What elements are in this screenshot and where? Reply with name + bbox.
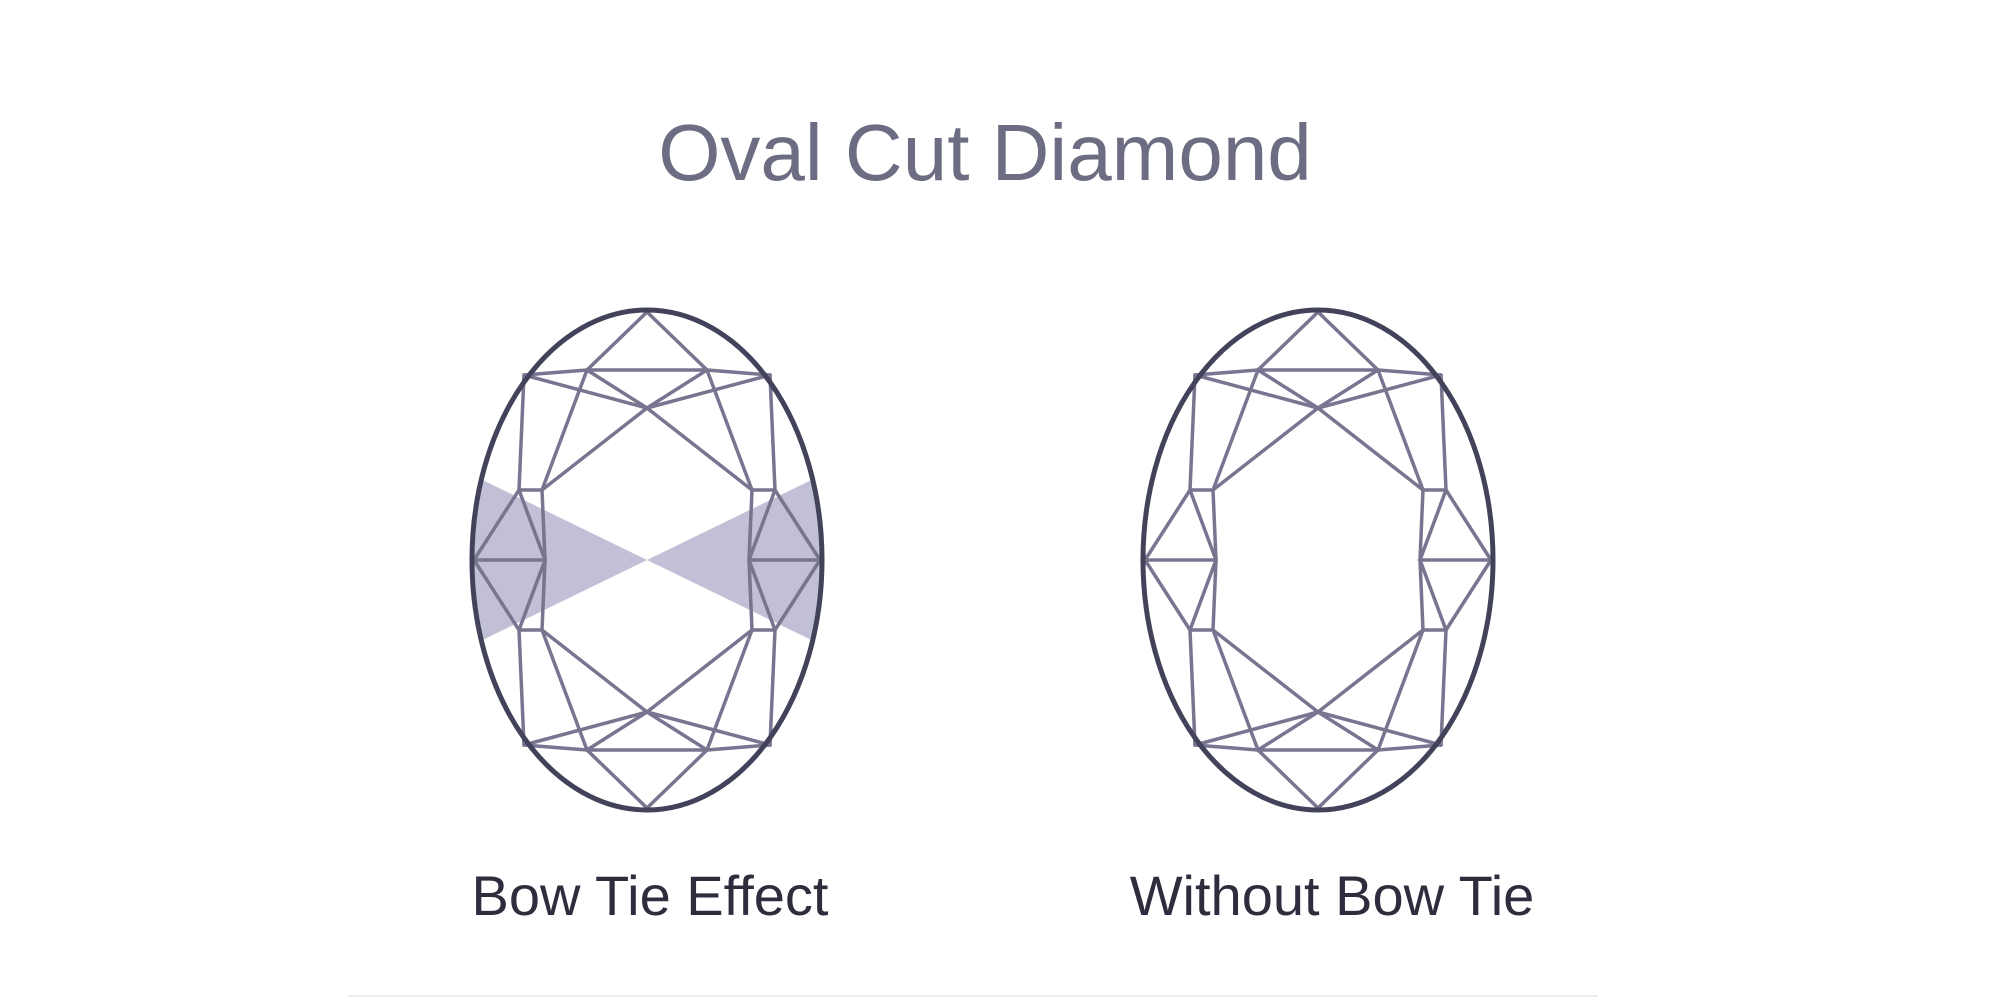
oval-outline — [1140, 307, 1496, 813]
facet-line — [747, 558, 777, 632]
facet-line — [645, 710, 709, 752]
facet-line — [1316, 406, 1425, 492]
facet-line — [1444, 488, 1493, 562]
facet-line — [585, 310, 649, 372]
facet-line — [1193, 710, 1320, 747]
facet-lines — [472, 310, 822, 810]
facet-line — [1256, 310, 1320, 372]
facet-line — [1188, 488, 1218, 562]
facet-line — [747, 488, 754, 562]
facet-line — [472, 488, 521, 562]
facet-line — [1211, 628, 1320, 714]
facet-line — [1143, 558, 1192, 632]
facet-line — [645, 406, 754, 492]
facet-line — [747, 488, 777, 562]
bow-tie-right-wing — [647, 470, 822, 650]
facet-line — [517, 558, 547, 632]
page-title: Oval Cut Diamond — [658, 108, 1312, 197]
facet-line — [585, 710, 649, 752]
facet-line — [1418, 488, 1425, 562]
bow-tie-left-wing — [472, 470, 647, 650]
facet-line — [540, 558, 547, 632]
facet-line — [540, 406, 649, 492]
facet-line — [773, 488, 822, 562]
facet-line — [768, 373, 777, 492]
facet-line — [585, 748, 649, 810]
facet-line — [517, 373, 526, 492]
oval-diamond-no-bow-tie-diagram — [1140, 307, 1496, 813]
facet-line — [1316, 628, 1425, 714]
facet-line — [522, 373, 649, 410]
without-bow-tie-caption: Without Bow Tie — [1129, 864, 1535, 927]
facet-line — [645, 373, 772, 410]
facet-line — [645, 368, 709, 410]
facet-line — [540, 628, 649, 714]
facet-line — [1418, 558, 1425, 632]
facet-lines — [1143, 310, 1493, 810]
facet-line — [1376, 368, 1443, 377]
facet-line — [517, 628, 526, 747]
facet-line — [1256, 368, 1320, 410]
oval-outline — [469, 307, 825, 813]
facet-line — [585, 368, 649, 410]
bow-tie-shading — [472, 470, 822, 650]
facet-line — [1316, 368, 1380, 410]
facet-line — [645, 310, 709, 372]
facet-line — [1211, 558, 1218, 632]
facet-line — [1316, 373, 1443, 410]
facet-line — [1211, 488, 1218, 562]
facet-line — [1316, 310, 1380, 372]
facet-line — [645, 710, 772, 747]
facet-line — [1256, 748, 1320, 810]
bow-tie-effect-caption: Bow Tie Effect — [471, 864, 829, 927]
facet-line — [1143, 488, 1192, 562]
facet-line — [645, 628, 754, 714]
facet-line — [1188, 558, 1218, 632]
facet-line — [522, 710, 649, 747]
bottom-divider — [348, 995, 1598, 997]
facet-line — [540, 488, 547, 562]
facet-line — [705, 743, 772, 752]
facet-line — [1439, 373, 1448, 492]
facet-line — [645, 748, 709, 810]
facet-line — [1256, 710, 1320, 752]
facet-line — [472, 558, 521, 632]
facet-line — [1418, 558, 1448, 632]
facet-line — [1316, 748, 1380, 810]
facet-line — [1188, 373, 1197, 492]
facet-line — [522, 368, 589, 377]
facet-line — [773, 558, 822, 632]
facet-line — [1418, 488, 1448, 562]
facet-line — [705, 368, 772, 377]
facet-line — [1193, 373, 1320, 410]
facet-line — [1193, 743, 1260, 752]
facet-line — [517, 488, 547, 562]
facet-line — [522, 743, 589, 752]
facet-line — [1193, 368, 1260, 377]
facet-line — [768, 628, 777, 747]
oval-diamond-bow-tie-diagram — [469, 307, 825, 813]
facet-line — [1376, 743, 1443, 752]
facet-line — [1316, 710, 1380, 752]
facet-line — [1444, 558, 1493, 632]
facet-line — [1188, 628, 1197, 747]
facet-line — [1211, 406, 1320, 492]
facet-line — [747, 558, 754, 632]
facet-line — [1316, 710, 1443, 747]
facet-line — [1439, 628, 1448, 747]
